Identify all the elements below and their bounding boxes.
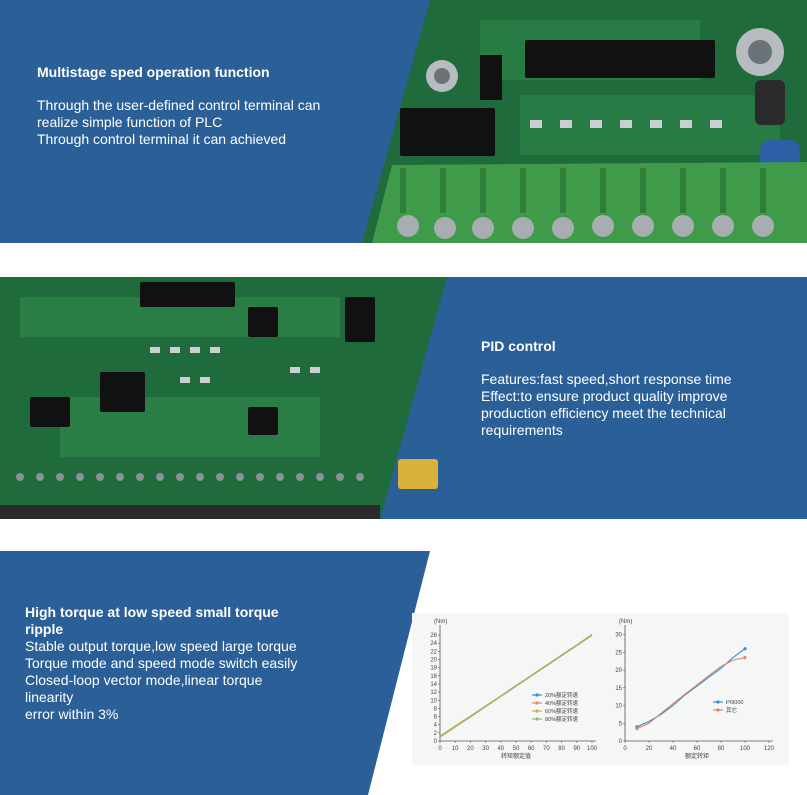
y-tick-label: 18 <box>430 666 437 672</box>
section2-description: Features:fast speed,short response time … <box>481 371 732 439</box>
legend-marker <box>716 700 720 704</box>
section3-line: Torque mode and speed mode switch easily <box>25 655 298 671</box>
y-tick-label: 10 <box>430 698 437 704</box>
x-tick-label: 0 <box>438 746 442 752</box>
x-tick-label: 50 <box>513 746 520 752</box>
y-tick-label: 26 <box>430 633 437 639</box>
legend-label: PI9000 <box>726 700 743 706</box>
y-tick-label: 15 <box>615 686 622 692</box>
y-tick-label: 16 <box>430 674 437 680</box>
section2-line: production efficiency meet the technical <box>481 405 726 421</box>
legend-marker <box>535 717 539 721</box>
x-tick-label: 100 <box>740 746 751 752</box>
y-tick-label: 0 <box>434 739 438 745</box>
y-tick-label: 25 <box>615 650 622 656</box>
data-point <box>743 647 747 651</box>
section-pid-panel: PID control Features:fast speed,short re… <box>0 277 807 519</box>
section3-title-line: ripple <box>25 621 64 637</box>
section3-title: High torque at low speed small torque ri… <box>25 604 279 638</box>
x-tick-label: 40 <box>670 746 677 752</box>
data-point <box>635 726 639 731</box>
x-tick-label: 90 <box>573 746 580 752</box>
x-tick-label: 70 <box>543 746 550 752</box>
y-tick-label: 24 <box>430 641 437 647</box>
section2-line: Effect:to ensure product quality improve <box>481 388 728 404</box>
section1-description: Through the user-defined control termina… <box>37 97 320 148</box>
section2-line: Features:fast speed,short response time <box>481 371 732 387</box>
section-multistage-panel: Multistage sped operation function Throu… <box>0 0 807 243</box>
y-tick-label: 2 <box>434 731 438 737</box>
data-point <box>743 656 747 660</box>
x-tick-label: 120 <box>764 746 775 752</box>
legend-label: 80%额定转速 <box>545 715 579 723</box>
x-tick-label: 60 <box>694 746 701 752</box>
section1-line: Through the user-defined control termina… <box>37 97 321 113</box>
x-tick-label: 30 <box>482 746 489 752</box>
x-tick-label: 40 <box>497 746 504 752</box>
section2-line: requirements <box>481 422 563 438</box>
legend-marker <box>535 693 539 697</box>
section1-title: Multistage sped operation function <box>37 64 270 80</box>
section2-title: PID control <box>481 338 556 354</box>
y-tick-label: 22 <box>430 649 437 655</box>
y-tick-label: 14 <box>430 682 437 688</box>
y-tick-label: 6 <box>434 715 438 721</box>
legend-marker <box>716 708 720 712</box>
section3-title-line: High torque at low speed small torque <box>25 604 279 620</box>
section-torque-panel: High torque at low speed small torque ri… <box>0 551 807 795</box>
y-axis-label: (Nm) <box>434 619 447 625</box>
legend-marker <box>535 709 539 713</box>
torque-comparison-chart: 0 5 10 15 20 25 30 0 20 40 60 80 100 120 (Nm) 额定转矩 PI900… <box>603 613 789 765</box>
section1-line: Through control terminal it can achieved <box>37 131 287 147</box>
y-tick-label: 4 <box>434 723 438 729</box>
x-tick-label: 60 <box>528 746 535 752</box>
legend-label: 60%额定转速 <box>545 707 579 715</box>
x-tick-label: 20 <box>467 746 474 752</box>
x-tick-label: 20 <box>646 746 653 752</box>
x-axis-label: 转矩额定值 <box>501 752 531 760</box>
y-tick-label: 5 <box>619 721 623 727</box>
section1-line: realize simple function of PLC <box>37 114 223 130</box>
section3-line: error within 3% <box>25 706 119 722</box>
series-line-2 <box>636 657 746 730</box>
x-axis-label: 额定转矩 <box>685 752 709 760</box>
pcb-control-board-photo <box>0 277 807 519</box>
y-tick-label: 20 <box>615 668 622 674</box>
legend-label: 40%额定转速 <box>545 699 579 707</box>
y-axis-label: (Nm) <box>619 619 632 625</box>
y-tick-label: 20 <box>430 658 437 664</box>
legend-label: 其它 <box>726 706 737 714</box>
x-tick-label: 80 <box>718 746 725 752</box>
x-tick-label: 0 <box>623 746 627 752</box>
y-tick-label: 10 <box>615 704 622 710</box>
section3-line: Stable output torque,low speed large tor… <box>25 638 297 654</box>
x-tick-label: 100 <box>587 746 598 752</box>
y-tick-label: 0 <box>619 739 623 745</box>
section3-description: Stable output torque,low speed large tor… <box>25 638 297 723</box>
series-line-4 <box>439 634 593 737</box>
legend-marker <box>535 701 539 705</box>
pcb-terminal-photo <box>0 0 807 243</box>
section3-line: Closed-loop vector mode,linear torque <box>25 672 263 688</box>
legend-label: 20%额定转速 <box>545 691 579 699</box>
y-tick-label: 30 <box>615 633 622 639</box>
section3-line: linearity <box>25 689 74 705</box>
x-tick-label: 10 <box>452 746 459 752</box>
y-tick-label: 8 <box>434 706 438 712</box>
y-tick-label: 12 <box>430 690 437 696</box>
x-tick-label: 80 <box>558 746 565 752</box>
